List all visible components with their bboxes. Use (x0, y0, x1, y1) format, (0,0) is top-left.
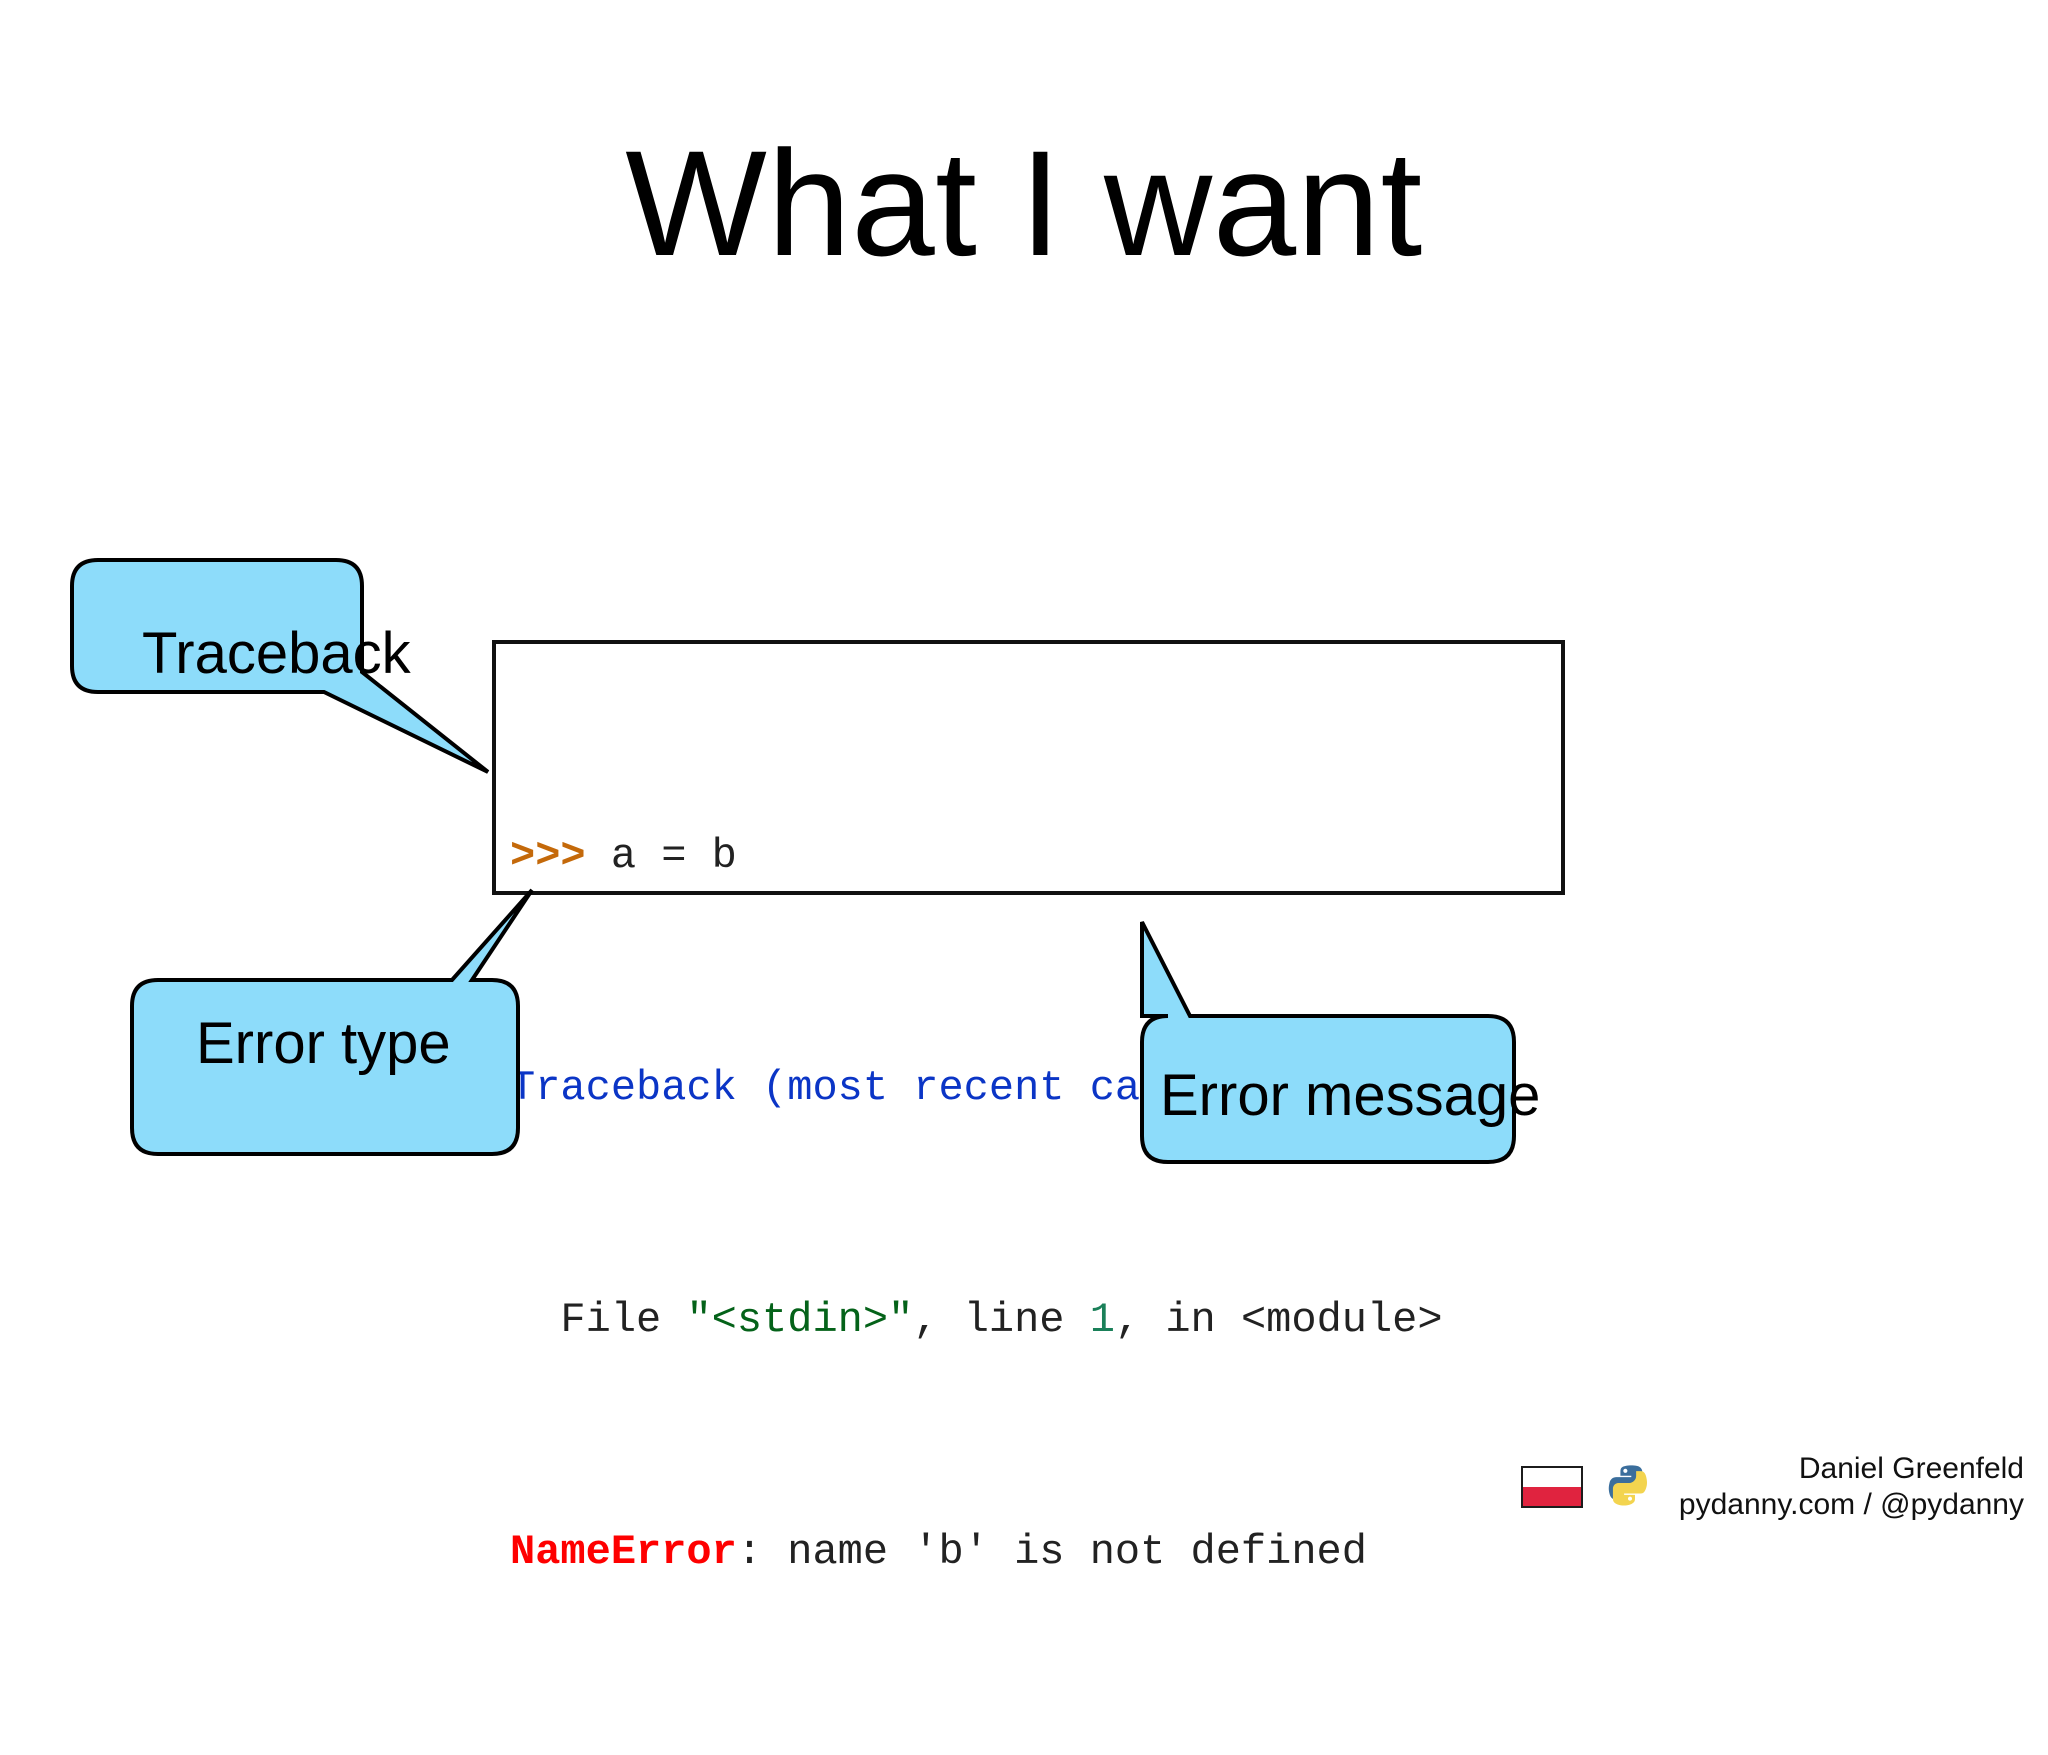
footer: Daniel Greenfeld pydanny.com / @pydanny (1520, 1451, 2024, 1522)
callout-error-type-shape (130, 888, 534, 1156)
error-type-token: NameError (510, 1528, 737, 1576)
callout-error-type (130, 888, 552, 1182)
code-line-file: File "<stdin>", line 1, in <module> (510, 1291, 1443, 1349)
file-keyword-token: File (510, 1296, 687, 1344)
code-block-lines: >>> a = b Traceback (most recent call la… (510, 653, 1443, 1755)
callout-error-message-shape (1140, 921, 1516, 1164)
footer-handle: pydanny.com / @pydanny (1678, 1487, 2024, 1521)
callout-traceback-shape (70, 558, 490, 774)
footer-author-name: Daniel Greenfeld (1798, 1452, 2024, 1486)
code-line-error: NameError: name 'b' is not defined (510, 1523, 1443, 1581)
flag-band-white (1522, 1467, 1581, 1487)
prompt-token: >>> (510, 832, 611, 880)
code-line-prompt: >>> a = b (510, 827, 1443, 885)
code-block: >>> a = b Traceback (most recent call la… (492, 640, 1565, 1576)
python-logo-icon (1608, 1465, 1647, 1506)
line-keyword-token: , line (913, 1296, 1090, 1344)
footer-text: Daniel Greenfeld pydanny.com / @pydanny (1679, 1451, 2024, 1522)
poland-flag-icon (1520, 1465, 1583, 1508)
flag-band-red (1522, 1486, 1581, 1506)
error-message-token: : name 'b' is not defined (736, 1528, 1367, 1576)
file-string-token: "<stdin>" (686, 1296, 914, 1344)
callout-traceback (70, 558, 502, 800)
page-title: What I want (625, 119, 1423, 287)
callout-error-message (1132, 912, 1552, 1192)
statement-token: a = b (610, 832, 737, 880)
line-number-token: 1 (1089, 1296, 1115, 1344)
module-token: , in <module> (1114, 1296, 1443, 1344)
